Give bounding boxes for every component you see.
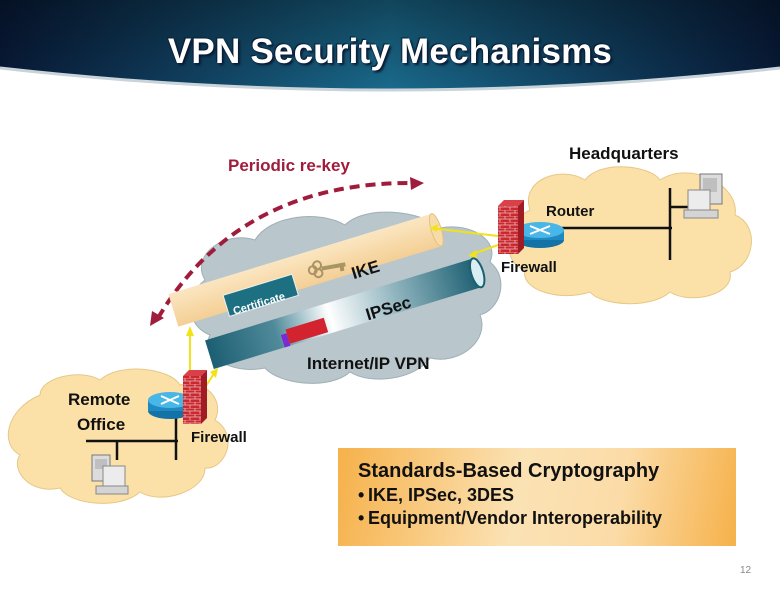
ipsec-tunnel	[205, 257, 486, 370]
remote-computer-icon	[91, 454, 129, 495]
info-box: Standards-Based Cryptography •IKE, IPSec…	[338, 448, 736, 546]
info-box-title: Standards-Based Cryptography	[358, 460, 660, 482]
slide-title: VPN Security Mechanisms	[167, 32, 613, 71]
remote-lan	[86, 418, 178, 460]
key-icon	[307, 260, 346, 279]
hq-router-label: Router	[546, 203, 594, 220]
page-number: 12	[740, 565, 752, 576]
info-bullet-item: •IKE, IPSec, 3DES	[358, 485, 736, 506]
remote-firewall-icon	[183, 370, 207, 424]
header-banner	[0, 0, 780, 92]
hq-router-icon	[516, 222, 564, 248]
certificate-badge	[222, 273, 300, 318]
bullet-icon: •	[358, 485, 365, 505]
rekey-label: Periodic re-key	[228, 156, 350, 175]
rekey-arrow	[150, 177, 424, 326]
hq-link-arrows	[429, 224, 499, 258]
internet-label: Internet/IP VPN	[307, 354, 430, 373]
remote-firewall-label: Firewall	[191, 429, 247, 446]
hq-firewall-label: Firewall	[501, 259, 557, 276]
bullet-icon: •	[358, 508, 365, 528]
remote-title-line1: Remote	[68, 390, 130, 409]
hq-computer-icon	[683, 173, 723, 219]
remote-title-line2: Office	[77, 415, 125, 434]
hq-firewall-icon	[498, 200, 524, 254]
hq-title: Headquarters	[569, 144, 679, 163]
remote-router-icon	[148, 392, 192, 419]
info-bullet-text: IKE, IPSec, 3DES	[368, 485, 515, 505]
data-packet-icon	[280, 317, 329, 348]
info-bullet-item: •Equipment/Vendor Interoperability	[358, 508, 736, 529]
info-bullet-text: Equipment/Vendor Interoperability	[368, 508, 663, 528]
